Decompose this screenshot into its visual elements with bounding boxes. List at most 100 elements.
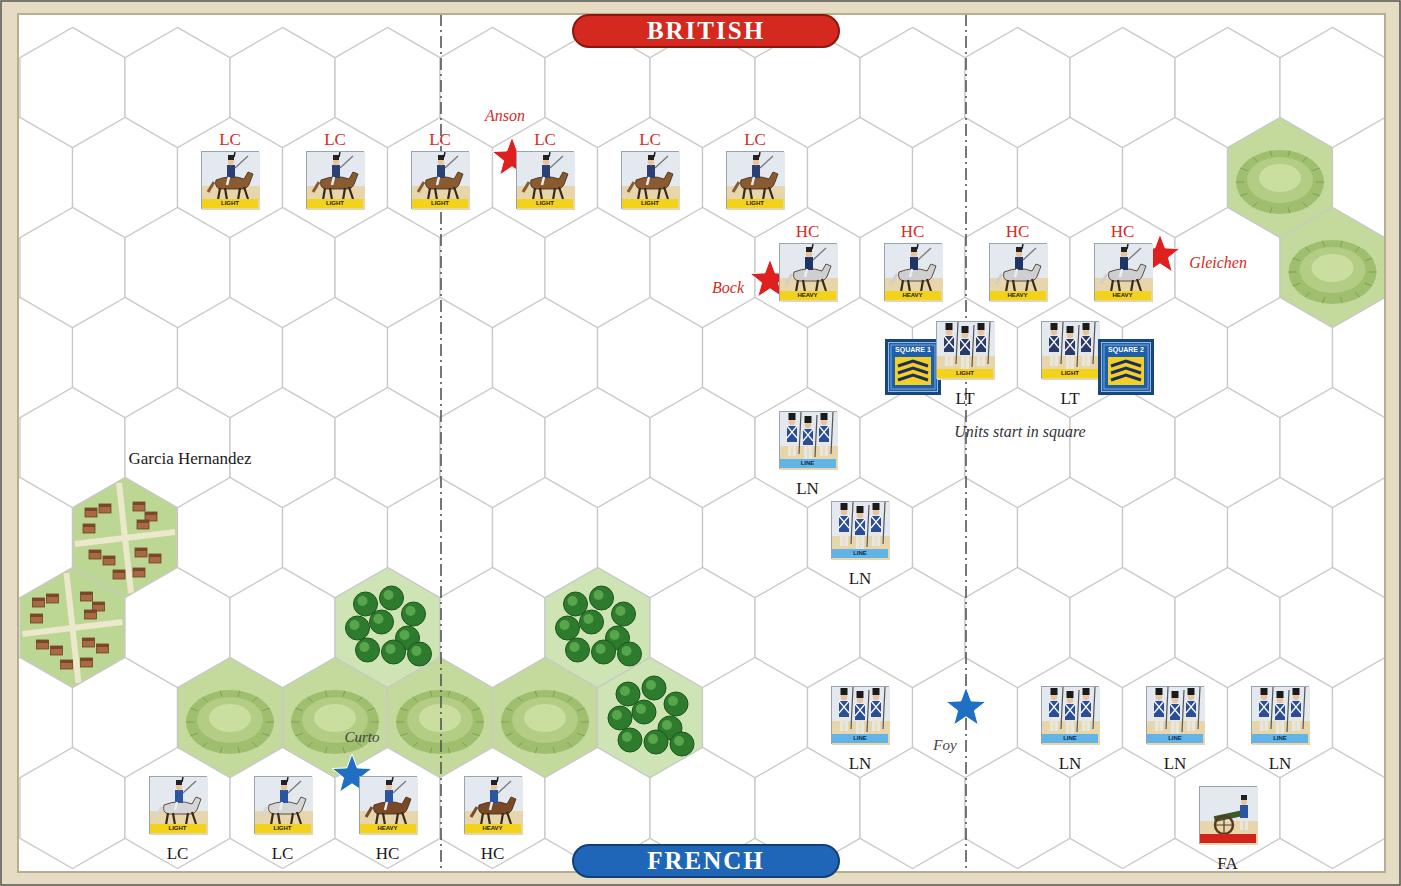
- square-marker: SQUARE 2: [1098, 339, 1154, 395]
- hill-hachure: [553, 747, 555, 753]
- unit-graphic: [156, 807, 162, 817]
- hill-hachure: [252, 742, 257, 747]
- unit-bar-text: LIGHT: [517, 200, 573, 207]
- tree-highlight: [668, 696, 678, 706]
- tree-highlight: [358, 596, 368, 606]
- hill-hachure: [472, 733, 479, 736]
- unit-graphic: [804, 445, 808, 459]
- unit-graphic: [1093, 322, 1095, 364]
- unit-graphic: [845, 532, 849, 546]
- tree: [632, 700, 656, 724]
- hill-hachure: [1323, 241, 1325, 247]
- unit-graphic: [944, 336, 954, 352]
- unit-graphic: [820, 442, 824, 456]
- tree: [590, 586, 614, 610]
- unit-graphic: [1259, 701, 1269, 717]
- unit-graphic: [1147, 687, 1205, 745]
- hill-hachure: [203, 742, 208, 747]
- unit-bar: [1200, 834, 1256, 843]
- hill-hachure: [1341, 297, 1343, 303]
- unit-graphic: [1065, 704, 1075, 720]
- hill-hachure: [1312, 193, 1319, 196]
- unit-graphic: [628, 182, 634, 192]
- unit-type-label: LN: [1269, 755, 1292, 772]
- tree: [402, 602, 426, 626]
- unit-block: HCHEAVY: [1094, 243, 1152, 301]
- unit-type-label: LN: [849, 755, 872, 772]
- unit-type-label: HC: [1006, 223, 1030, 240]
- unit-block: LNLINE: [831, 501, 889, 559]
- unit-graphic: [517, 152, 575, 210]
- hill-hachure: [396, 722, 404, 723]
- hill-hachure: [462, 697, 467, 702]
- unit-graphic: [1261, 688, 1268, 695]
- unit-graphic: [911, 247, 917, 252]
- unit-graphic: [787, 426, 797, 438]
- leader-name: Foy: [933, 738, 956, 753]
- unit-block: FA: [1199, 786, 1257, 844]
- unit-graphic: [996, 274, 1002, 284]
- unit-graphic: [808, 445, 812, 459]
- unit-graphic: [956, 322, 958, 364]
- hill-hachure: [343, 691, 345, 697]
- unit-graphic: [228, 155, 234, 160]
- unit-bar-text: LINE: [1042, 735, 1098, 742]
- house: [51, 646, 63, 655]
- hill-hachure: [448, 747, 450, 753]
- roof: [103, 556, 115, 559]
- unit-type-label: HC: [481, 845, 505, 862]
- hill-hachure: [238, 747, 240, 753]
- unit-graphic: [1095, 244, 1153, 302]
- unit-graphic: [1275, 704, 1285, 716]
- unit-graphic: [1170, 704, 1180, 720]
- unit-block: LNLINE: [779, 411, 837, 469]
- roof: [93, 602, 105, 605]
- hill-hachure: [1312, 168, 1319, 171]
- unit-graphic: [1108, 357, 1144, 385]
- unit-graphic: [1093, 687, 1095, 729]
- hill-mound: [407, 697, 473, 743]
- unit-graphic: [1215, 816, 1233, 834]
- unit-graphic: [280, 790, 288, 803]
- unit-block: LCLIGHT: [621, 151, 679, 209]
- unit-graphic: [1171, 720, 1175, 734]
- hill-hachure: [1302, 157, 1307, 162]
- roof: [47, 594, 59, 597]
- hill-hachure: [238, 691, 240, 697]
- hill-hachure: [505, 708, 512, 711]
- hill-hachure: [448, 691, 450, 697]
- unit-bar-text: HEAVY: [465, 825, 521, 832]
- unit-graphic: [877, 532, 881, 546]
- unit-graphic: [937, 322, 995, 380]
- tree: [612, 602, 636, 626]
- unit-graphic: [1042, 687, 1100, 745]
- unit-graphic: [1023, 248, 1036, 260]
- house: [103, 556, 115, 565]
- banner-title: FRENCH: [647, 847, 765, 875]
- unit-block: LTLIGHT: [936, 321, 994, 379]
- tree-highlight: [570, 642, 580, 652]
- unit-graphic: [1170, 704, 1180, 716]
- unit-graphic: [799, 412, 801, 454]
- roof: [83, 638, 95, 641]
- tree-highlight: [412, 646, 422, 656]
- setup-note: Units start in square: [954, 424, 1085, 440]
- hex: [965, 747, 1070, 868]
- unit-graphic: [1120, 269, 1122, 277]
- tree-highlight: [616, 606, 626, 616]
- unit-graphic: [1050, 717, 1054, 731]
- hill-hachure: [430, 691, 432, 697]
- unit-graphic: [873, 503, 880, 510]
- unit-graphic: [202, 152, 260, 210]
- unit-graphic: [872, 532, 876, 546]
- unit-graphic: [855, 519, 865, 535]
- hill-hachure: [535, 691, 537, 697]
- unit-graphic: [1083, 688, 1090, 695]
- unit-graphic: [1188, 688, 1195, 695]
- roof: [113, 570, 125, 573]
- side-banner: BRITISH: [572, 14, 840, 48]
- unit-graphic: [883, 687, 885, 729]
- unit-graphic: [832, 502, 890, 560]
- hill-hachure: [1305, 247, 1310, 252]
- unit-graphic: [1071, 720, 1075, 734]
